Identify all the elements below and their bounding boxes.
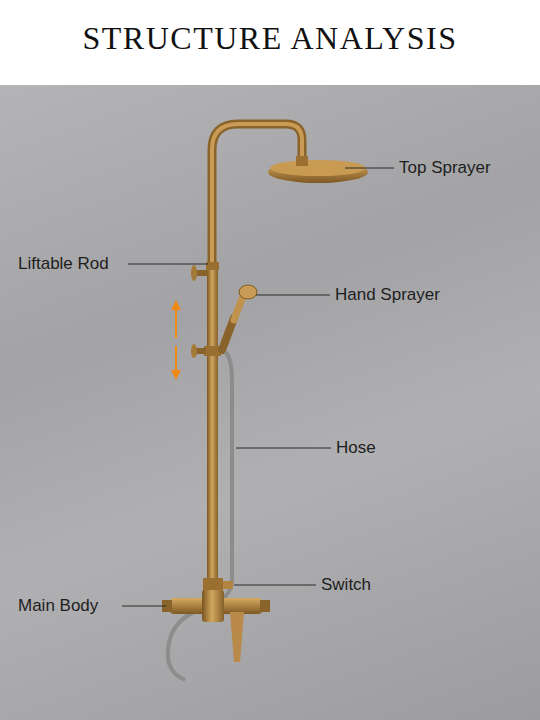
part-label: Hose <box>336 437 376 459</box>
part-label: Liftable Rod <box>18 253 109 275</box>
wall-background <box>0 85 540 720</box>
part-label: Main Body <box>18 595 98 617</box>
page-title: STRUCTURE ANALYSIS <box>0 18 540 58</box>
part-label: Switch <box>321 574 371 596</box>
part-label: Top Sprayer <box>399 157 491 179</box>
part-label: Hand Sprayer <box>335 284 440 306</box>
